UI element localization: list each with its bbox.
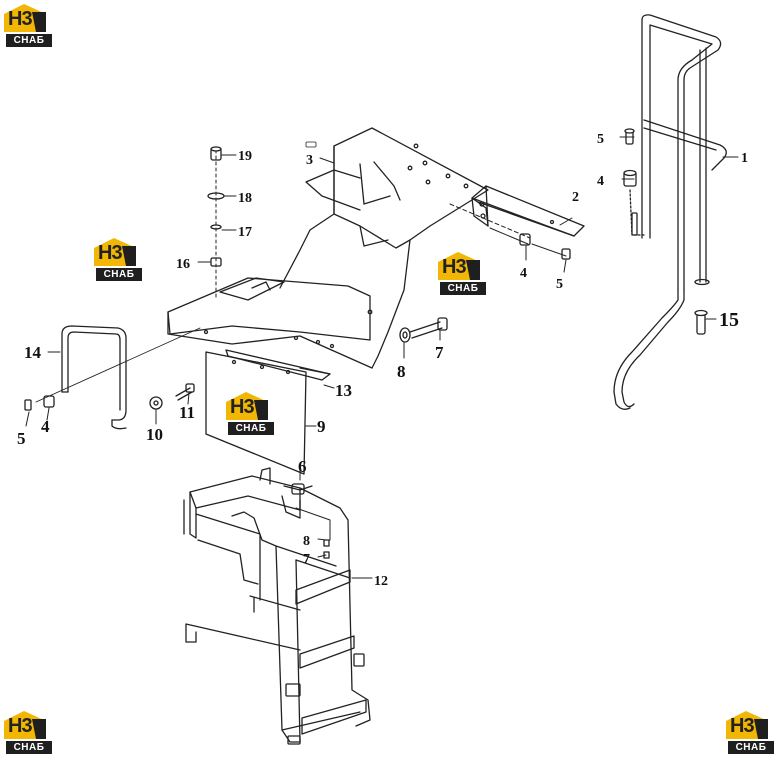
callout-15: 15 bbox=[719, 309, 739, 331]
callout-7-top: 7 bbox=[435, 343, 444, 362]
brand-caption: СНАБ bbox=[440, 282, 486, 295]
callout-8-top: 8 bbox=[397, 362, 406, 381]
part-12-step-ladder bbox=[183, 467, 371, 745]
callout-1: 1 bbox=[741, 151, 748, 166]
brand-caption: СНАБ bbox=[228, 422, 274, 435]
brand-mark: H3 bbox=[730, 715, 755, 737]
callout-labels: 1 2 3 5 4 15 19 18 17 16 14 5 4 10 11 9 … bbox=[17, 132, 748, 589]
brand-logo-watermark-3: H3 СНАБ bbox=[224, 390, 274, 438]
callout-3: 3 bbox=[306, 153, 313, 168]
brand-caption: СНАБ bbox=[6, 741, 52, 754]
callout-19: 19 bbox=[238, 149, 252, 164]
brand-mark: H3 bbox=[230, 396, 255, 418]
brand-caption: СНАБ bbox=[6, 34, 52, 47]
callout-13: 13 bbox=[335, 381, 352, 400]
callout-16: 16 bbox=[176, 257, 190, 272]
callout-14: 14 bbox=[24, 343, 42, 362]
callout-5-right: 5 bbox=[597, 132, 604, 147]
callout-18: 18 bbox=[238, 191, 252, 206]
brand-mark: H3 bbox=[98, 242, 123, 264]
callout-4-left: 4 bbox=[41, 417, 50, 436]
callout-7-bottom: 7 bbox=[303, 552, 310, 567]
brand-mark: H3 bbox=[442, 256, 467, 278]
brand-mark: H3 bbox=[8, 715, 33, 737]
part-3-support-frame bbox=[167, 127, 489, 369]
leader-lines bbox=[25, 136, 739, 579]
callout-12: 12 bbox=[374, 574, 388, 589]
brand-logo-top-left: H3 СНАБ bbox=[2, 2, 52, 50]
part-14-grab-handle bbox=[35, 325, 201, 430]
callout-9: 9 bbox=[317, 417, 326, 436]
washer-and-bolt bbox=[149, 383, 195, 410]
part-13-clamp-strip bbox=[225, 349, 331, 381]
callout-5-left: 5 bbox=[17, 429, 26, 448]
part-15-bolt bbox=[694, 309, 708, 335]
part-1-handrail bbox=[613, 14, 727, 410]
brand-logo-bottom-right: H3 СНАБ bbox=[724, 709, 774, 757]
part-2-bracket bbox=[449, 185, 585, 260]
handrail-fasteners bbox=[623, 128, 645, 236]
brand-caption: СНАБ bbox=[728, 741, 774, 754]
brand-logo-bottom-left: H3 СНАБ bbox=[2, 709, 52, 757]
callout-8-bottom: 8 bbox=[303, 534, 310, 549]
callout-4-right: 4 bbox=[597, 174, 604, 189]
callout-2: 2 bbox=[572, 190, 579, 205]
handle-fasteners bbox=[24, 395, 55, 411]
callout-5-mid: 5 bbox=[556, 277, 563, 292]
callout-10: 10 bbox=[146, 425, 163, 444]
brand-logo-watermark-1: H3 СНАБ bbox=[92, 236, 142, 284]
brand-logo-watermark-2: H3 СНАБ bbox=[436, 250, 486, 298]
callout-11: 11 bbox=[179, 403, 195, 422]
callout-4-mid: 4 bbox=[520, 266, 527, 281]
vertical-fastener-stack bbox=[207, 146, 225, 301]
brand-mark: H3 bbox=[8, 8, 33, 30]
callout-17: 17 bbox=[238, 225, 252, 240]
callout-6: 6 bbox=[298, 457, 307, 476]
frame-fasteners bbox=[399, 317, 448, 343]
brand-caption: СНАБ bbox=[96, 268, 142, 281]
